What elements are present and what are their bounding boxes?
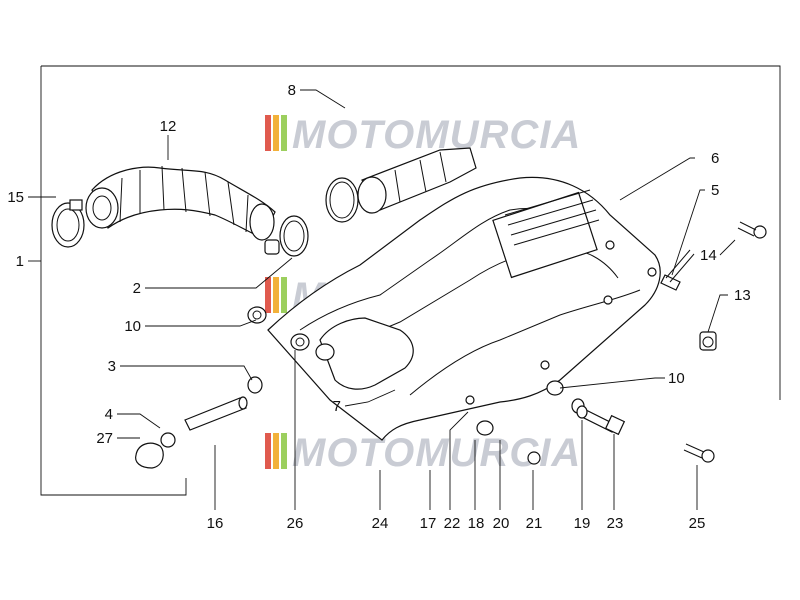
- label-19: 19: [574, 515, 591, 532]
- intake-hose: [85, 165, 276, 241]
- label-2: 2: [133, 280, 141, 297]
- label-27: 27: [96, 430, 113, 447]
- spacer-13: [699, 331, 717, 351]
- screw-5: [660, 249, 695, 291]
- label-1: 1: [16, 253, 24, 270]
- watermark-text: MOTOMURCIA: [292, 113, 581, 157]
- label-8: 8: [288, 82, 296, 99]
- drain-cap: [135, 442, 164, 469]
- watermark-top: MOTOMURCIA: [265, 113, 581, 157]
- bolt-23: [579, 407, 626, 436]
- label-10-right: 10: [668, 370, 685, 387]
- filter-cartridge: [357, 147, 477, 214]
- hose-clamp-right: [264, 215, 309, 257]
- label-17: 17: [420, 515, 437, 532]
- label-13: 13: [734, 287, 751, 304]
- label-24: 24: [372, 515, 389, 532]
- leader-lines: [28, 89, 736, 510]
- label-3: 3: [108, 358, 116, 375]
- label-26: 26: [287, 515, 304, 532]
- screw-25: [683, 443, 715, 463]
- callout-labels: 8 12 15 1 2 10 3 4 27 6 5 14 13 10 7 16 …: [7, 82, 750, 532]
- label-22: 22: [444, 515, 461, 532]
- label-23: 23: [607, 515, 624, 532]
- screw-21: [527, 451, 541, 465]
- label-18: 18: [468, 515, 485, 532]
- watermark-bottom: MOTOMURCIA: [265, 431, 580, 475]
- label-12: 12: [160, 118, 177, 135]
- gasket: [319, 317, 414, 390]
- air-box-housing: [267, 176, 661, 441]
- label-15: 15: [7, 189, 24, 206]
- label-6: 6: [711, 150, 719, 167]
- frame-line: [41, 65, 781, 400]
- label-7: 7: [333, 398, 341, 415]
- washers-19-20: [571, 398, 588, 419]
- label-5: 5: [711, 182, 719, 199]
- hose-clip-4: [160, 432, 176, 448]
- hose-clamp-3: [247, 376, 263, 394]
- grommets: [247, 306, 564, 436]
- spring-clip: [325, 177, 359, 223]
- label-14: 14: [700, 247, 717, 264]
- label-10-left: 10: [124, 318, 141, 335]
- assembly-bracket: [40, 66, 187, 496]
- label-25: 25: [689, 515, 706, 532]
- label-20: 20: [493, 515, 510, 532]
- label-21: 21: [526, 515, 543, 532]
- label-16: 16: [207, 515, 224, 532]
- label-4: 4: [105, 406, 113, 423]
- hose-clamp-left: [51, 199, 85, 248]
- drain-hose: [184, 396, 248, 431]
- screw-14: [737, 221, 767, 239]
